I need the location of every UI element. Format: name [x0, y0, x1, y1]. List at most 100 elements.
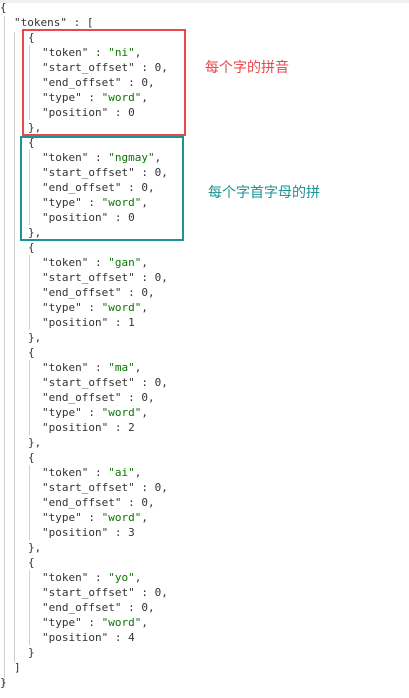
field-key: "start_offset" — [42, 586, 135, 599]
colon: : — [121, 286, 142, 299]
colon: : — [81, 616, 102, 629]
colon: : — [134, 586, 155, 599]
field-value: 0 — [128, 106, 135, 119]
token-object-open: { — [28, 136, 35, 149]
field-key: "type" — [42, 406, 82, 419]
field-value: "ngmay" — [108, 151, 155, 164]
comma: , — [161, 481, 168, 494]
colon: : — [108, 526, 129, 539]
field-value: 0 — [141, 181, 148, 194]
comma: , — [147, 601, 155, 614]
colon: : — [108, 421, 129, 434]
field-value: "word" — [101, 301, 142, 314]
token-object-close: }, — [28, 436, 42, 449]
colon: : — [88, 46, 109, 59]
field-value: 0 — [154, 61, 162, 74]
field-value: 0 — [141, 391, 148, 404]
colon: : — [134, 166, 155, 179]
indent-guide-object — [29, 465, 30, 540]
comma: , — [134, 571, 142, 584]
comma: , — [147, 181, 155, 194]
colon: : — [108, 211, 129, 224]
field-value: 0 — [154, 376, 162, 389]
colon: : — [134, 61, 155, 74]
colon: : — [121, 601, 142, 614]
comma: , — [141, 91, 148, 104]
field-key: "position" — [42, 211, 109, 224]
indent-guide-object — [29, 360, 30, 435]
field-start-offset: "start_offset" : 0, — [42, 480, 168, 495]
field-key: "end_offset" — [42, 496, 122, 509]
field-value: 0 — [154, 166, 162, 179]
field-value: 0 — [141, 76, 148, 89]
token-object-close: }, — [28, 226, 42, 239]
comma: , — [161, 271, 168, 284]
field-value: 0 — [141, 601, 148, 614]
field-key: "position" — [42, 421, 109, 434]
comma: , — [134, 466, 142, 479]
highlight-box-pinyin — [22, 29, 186, 136]
root-close-brace: } — [0, 676, 7, 689]
field-key: "type" — [42, 616, 82, 629]
tokens-key-line: "tokens" : [ — [14, 15, 93, 30]
colon: : — [108, 631, 129, 644]
field-key: "end_offset" — [42, 391, 122, 404]
colon: : — [134, 271, 155, 284]
field-position: "position" : 1 — [42, 315, 135, 330]
field-value: "yo" — [108, 571, 135, 584]
field-start-offset: "start_offset" : 0, — [42, 585, 168, 600]
field-value: 3 — [128, 526, 135, 539]
colon: : — [88, 466, 109, 479]
field-token: "token" : "ngmay", — [42, 150, 161, 165]
field-key: "end_offset" — [42, 181, 122, 194]
field-key: "token" — [42, 361, 89, 374]
comma: , — [134, 46, 142, 59]
field-value: "word" — [101, 511, 142, 524]
field-value: "word" — [101, 196, 142, 209]
comma: , — [147, 391, 155, 404]
token-object-close: }, — [28, 121, 42, 134]
array-open-bracket: [ — [86, 16, 94, 29]
colon: : — [134, 481, 155, 494]
field-value: 4 — [128, 631, 135, 644]
field-token: "token" : "ni", — [42, 45, 141, 60]
comma: , — [141, 616, 148, 629]
field-value: "gan" — [108, 256, 142, 269]
field-end-offset: "end_offset" : 0, — [42, 600, 155, 615]
field-key: "type" — [42, 511, 82, 524]
colon: : — [88, 151, 109, 164]
field-key: "token" — [42, 466, 89, 479]
indent-guide-array — [14, 32, 15, 662]
comma: , — [161, 586, 168, 599]
field-key: "token" — [42, 571, 89, 584]
field-value: "ai" — [108, 466, 135, 479]
tokens-key: "tokens" — [14, 16, 67, 29]
field-end-offset: "end_offset" : 0, — [42, 180, 155, 195]
field-type: "type" : "word", — [42, 90, 148, 105]
colon: : — [81, 196, 102, 209]
field-value: 2 — [128, 421, 135, 434]
comma: , — [134, 361, 142, 374]
colon: : — [121, 76, 142, 89]
comma: , — [141, 406, 148, 419]
array-close-bracket: ] — [14, 661, 21, 674]
token-object-close: }, — [28, 331, 42, 344]
colon: : — [108, 316, 129, 329]
field-key: "token" — [42, 46, 89, 59]
field-key: "end_offset" — [42, 76, 122, 89]
comma: , — [161, 376, 168, 389]
highlight-box-initials — [20, 136, 184, 241]
field-key: "position" — [42, 316, 109, 329]
field-value: "ma" — [108, 361, 135, 374]
colon: : — [66, 16, 87, 29]
viewer-top-bar — [0, 0, 409, 3]
indent-guide-object — [29, 45, 30, 120]
field-key: "position" — [42, 526, 109, 539]
field-key: "start_offset" — [42, 271, 135, 284]
field-key: "token" — [42, 256, 89, 269]
comma: , — [141, 196, 148, 209]
colon: : — [121, 496, 142, 509]
field-value: "word" — [101, 616, 142, 629]
comma: , — [147, 76, 155, 89]
